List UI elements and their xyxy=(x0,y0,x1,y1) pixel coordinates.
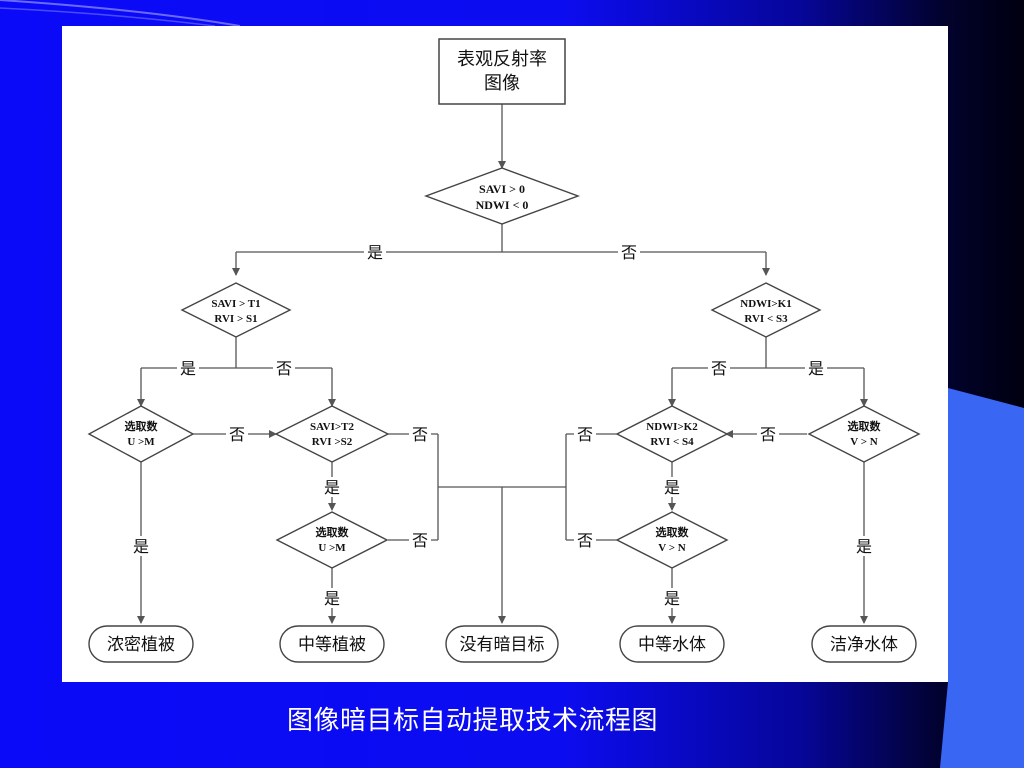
label-no-d5: 否 xyxy=(412,427,428,444)
decision-d3 xyxy=(710,282,822,338)
label-yes-d9: 是 xyxy=(856,539,872,556)
decision-d1 xyxy=(423,167,581,225)
label-no-d9: 否 xyxy=(760,427,776,444)
corner-accent-shape xyxy=(940,388,1024,768)
decision-d4 xyxy=(87,405,195,463)
outcome-dense-vegetation xyxy=(88,625,194,663)
decision-d4-line1: 选取数 xyxy=(125,419,159,433)
flowchart: 表观反射率 图像 SAVI > 0 NDWI < 0 SAVI > T1 RVI… xyxy=(87,38,921,663)
outcome-dense-vegetation-label: 浓密植被 xyxy=(107,635,175,654)
decision-d3-line1: NDWI>K1 xyxy=(740,298,792,310)
start-line2: 图像 xyxy=(484,73,520,93)
label-yes-d7: 是 xyxy=(664,480,680,497)
connectors xyxy=(137,104,868,624)
decision-d8 xyxy=(615,511,729,569)
outcome-medium-water xyxy=(619,625,725,663)
decision-d1-line1: SAVI > 0 xyxy=(479,182,525,196)
diagram-panel: 表观反射率 图像 SAVI > 0 NDWI < 0 SAVI > T1 RVI… xyxy=(62,26,948,682)
start-box xyxy=(438,38,566,105)
label-yes-d4: 是 xyxy=(133,539,149,556)
label-no-d2: 否 xyxy=(276,361,292,378)
decision-d6 xyxy=(275,511,389,569)
label-yes-d1: 是 xyxy=(367,245,383,262)
decision-d8-line2: V > N xyxy=(658,542,686,554)
outcome-no-dark-target-label: 没有暗目标 xyxy=(460,635,545,654)
decision-d7-line1: NDWI>K2 xyxy=(646,421,698,433)
decision-d3-line2: RVI < S3 xyxy=(744,313,788,325)
outcome-medium-vegetation-label: 中等植被 xyxy=(298,635,366,654)
label-no-d4: 否 xyxy=(229,427,245,444)
decision-d5-line2: RVI >S2 xyxy=(312,436,353,448)
decision-d5-line1: SAVI>T2 xyxy=(310,421,354,433)
outcome-clean-water-label: 洁净水体 xyxy=(830,635,898,654)
start-line1: 表观反射率 xyxy=(457,49,547,69)
decision-d6-line2: U >M xyxy=(318,542,346,554)
label-yes-d2: 是 xyxy=(180,361,196,378)
decision-d2 xyxy=(180,282,292,338)
outcome-clean-water xyxy=(811,625,917,663)
label-yes-d8: 是 xyxy=(664,591,680,608)
decision-d2-line1: SAVI > T1 xyxy=(211,298,260,310)
outcome-medium-water-label: 中等水体 xyxy=(638,635,706,654)
figure-caption: 图像暗目标自动提取技术流程图 xyxy=(286,706,658,736)
decision-d9 xyxy=(807,405,921,463)
label-yes-d5: 是 xyxy=(324,480,340,497)
decision-d7-line2: RVI < S4 xyxy=(650,436,694,448)
outcome-medium-vegetation xyxy=(279,625,385,663)
label-no-d7: 否 xyxy=(577,427,593,444)
label-yes-d3: 是 xyxy=(808,361,824,378)
decision-d8-line1: 选取数 xyxy=(656,525,690,539)
label-no-d3: 否 xyxy=(711,361,727,378)
label-yes-d6: 是 xyxy=(324,591,340,608)
decision-d7 xyxy=(615,405,729,463)
decision-d9-line2: V > N xyxy=(850,436,878,448)
decision-d4-line2: U >M xyxy=(127,436,155,448)
decision-d2-line2: RVI > S1 xyxy=(214,313,257,325)
outcome-no-dark-target xyxy=(445,625,559,663)
label-no-d1: 否 xyxy=(621,245,637,262)
decision-d9-line1: 选取数 xyxy=(848,419,882,433)
decision-d6-line1: 选取数 xyxy=(316,525,350,539)
label-no-d6: 否 xyxy=(412,533,428,550)
label-no-d8: 否 xyxy=(577,533,593,550)
decision-d1-line2: NDWI < 0 xyxy=(476,198,529,212)
decision-d5 xyxy=(274,405,390,463)
